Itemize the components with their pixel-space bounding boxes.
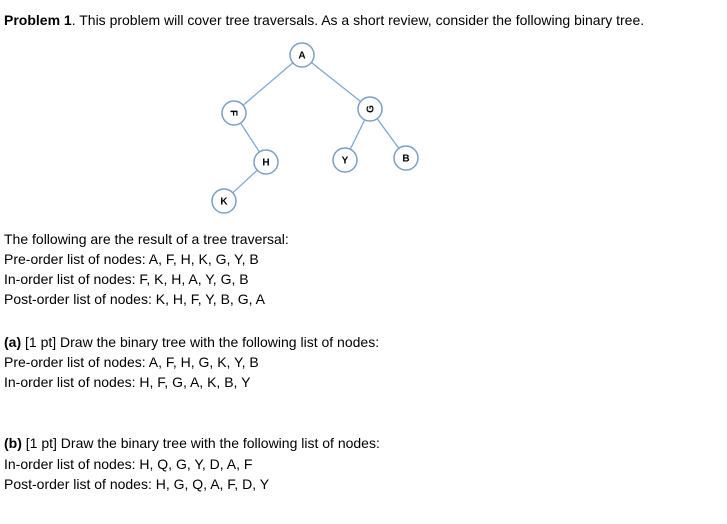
node-label-G: G	[366, 105, 377, 113]
part-b-label: (b)	[4, 435, 22, 451]
node-circle-H	[253, 149, 279, 175]
node-circle-K	[211, 188, 237, 214]
part-b-postorder: Post-order list of nodes: H, G, Q, A, F,…	[4, 476, 270, 492]
node-label-F: F	[228, 110, 239, 116]
part-a-label: (a)	[4, 334, 22, 350]
part-b-prompt: (b) [1 pt] Draw the binary tree with the…	[4, 434, 380, 452]
edge-H-K	[232, 169, 258, 194]
problem-header: Problem 1. This problem will cover tree …	[4, 11, 644, 29]
part-a-text: [1 pt] Draw the binary tree with the fol…	[21, 334, 380, 350]
tree-node-G: G	[357, 96, 383, 122]
tree-node-B: B	[393, 145, 419, 171]
node-label-A: A	[298, 51, 305, 62]
traversal-inorder: In-order list of nodes: F, K, H, A, Y, G…	[4, 271, 249, 287]
tree-node-F: F	[221, 100, 247, 126]
tree-node-K: K	[211, 188, 237, 214]
node-circle-F	[221, 100, 247, 126]
part-b-text: [1 pt] Draw the binary tree with the fol…	[21, 435, 380, 451]
tree-node-Y: Y	[332, 147, 358, 173]
traversal-preorder: Pre-order list of nodes: A, F, H, K, G, …	[4, 251, 259, 267]
edge-G-Y	[349, 119, 366, 150]
node-circle-A	[289, 42, 315, 68]
problem-intro: . This problem will cover tree traversal…	[71, 12, 645, 28]
edge-A-F	[242, 62, 294, 106]
binary-tree-diagram: A F G H Y B K	[211, 42, 419, 214]
problem-label: Problem 1	[4, 12, 72, 28]
part-b-inorder: In-order list of nodes: H, Q, G, Y, D, A…	[4, 456, 253, 472]
part-a-inorder: In-order list of nodes: H, F, G, A, K, B…	[4, 374, 251, 390]
tree-node-H: H	[253, 149, 279, 175]
node-circle-Y	[332, 147, 358, 173]
edge-G-B	[376, 118, 400, 149]
edge-F-H	[240, 122, 260, 153]
tree-node-A: A	[289, 42, 315, 68]
traversal-heading: The following are the result of a tree t…	[4, 231, 289, 247]
tree-nodes: A F G H Y B K	[211, 42, 419, 214]
node-circle-B	[393, 145, 419, 171]
node-label-Y: Y	[342, 156, 349, 167]
part-a-preorder: Pre-order list of nodes: A, F, H, G, K, …	[4, 354, 259, 370]
node-circle-G	[357, 96, 383, 122]
node-label-K: K	[220, 197, 228, 208]
node-label-H: H	[262, 158, 269, 169]
traversal-postorder: Post-order list of nodes: K, H, F, Y, B,…	[4, 291, 265, 307]
edge-A-G	[310, 61, 362, 103]
node-label-B: B	[402, 154, 409, 165]
tree-edges	[232, 61, 400, 194]
part-a-prompt: (a) [1 pt] Draw the binary tree with the…	[4, 333, 379, 351]
